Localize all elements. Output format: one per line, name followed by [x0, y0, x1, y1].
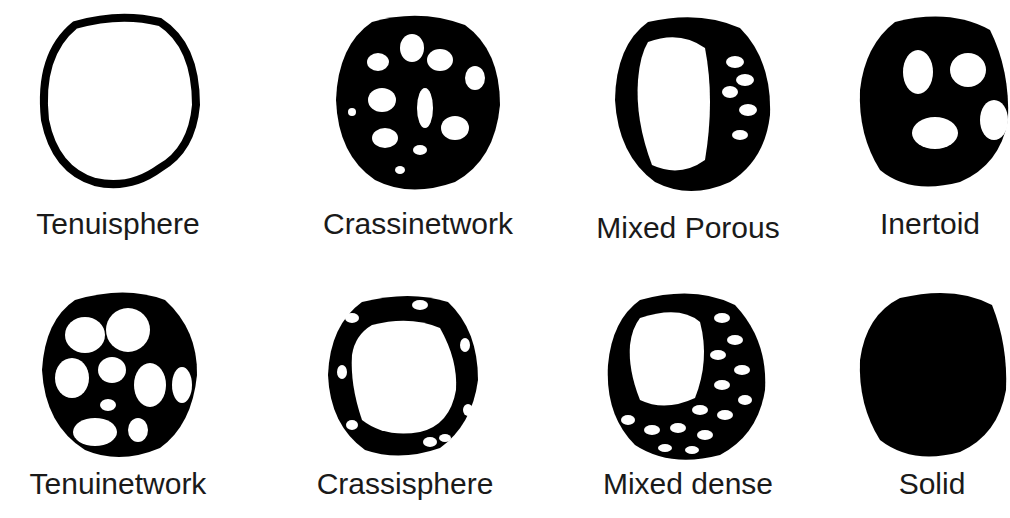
crassinetwork-shape [336, 16, 500, 190]
inertoid-shape [860, 17, 1008, 187]
morphology-label: Tenuinetwork [30, 466, 207, 502]
morphology-label: Crassisphere [317, 466, 494, 502]
morphology-label: Mixed dense [603, 466, 773, 502]
solid-shape [860, 293, 1006, 457]
morphology-label: Inertoid [880, 206, 980, 242]
mixed-dense-shape [608, 294, 766, 460]
morphology-label: Tenuisphere [36, 206, 199, 242]
morphology-label: Crassinetwork [323, 206, 513, 242]
morphology-label: Mixed Porous [596, 210, 779, 246]
tenuinetwork-shape [42, 293, 197, 458]
crassisphere-shape [328, 296, 478, 456]
tenuisphere-shape [44, 18, 196, 184]
morphology-label: Solid [899, 466, 966, 502]
mixed-porous-shape [615, 17, 770, 191]
